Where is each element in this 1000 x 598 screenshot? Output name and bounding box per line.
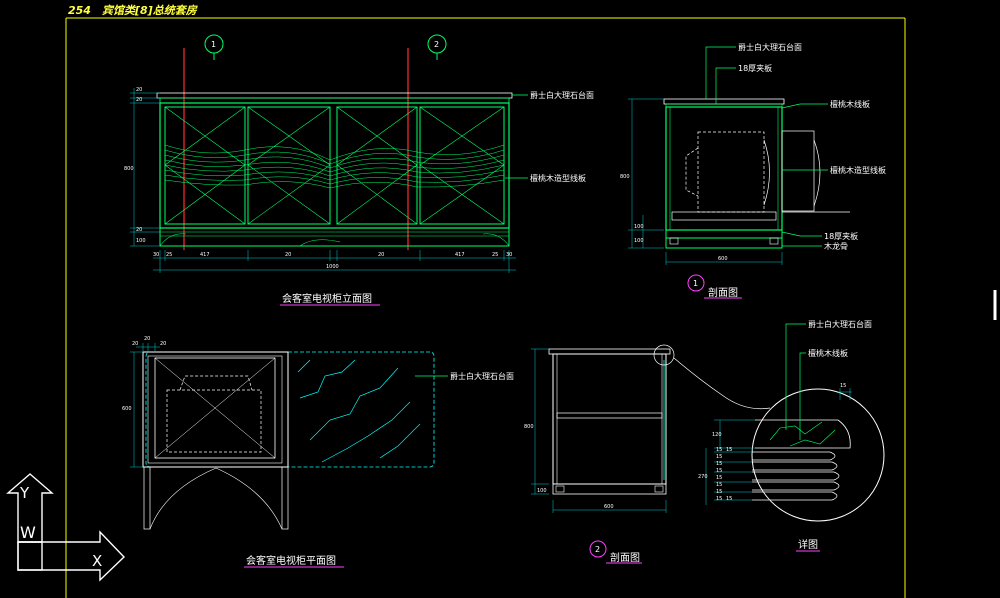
elevation-dim-total: 1000 (326, 264, 339, 270)
elevation-dims-vertical (130, 88, 160, 247)
plan-dim-top-0: 20 (132, 341, 138, 347)
elevation-label-molding: 檀桃木造型线板 (530, 173, 586, 183)
section-1-dim-width: 600 (718, 256, 728, 262)
elevation-dim-h-7: 30 (506, 252, 512, 258)
elevation-dim-v-4: 100 (136, 238, 146, 244)
drawing-title: 宾馆类[8]总统套房 (102, 4, 199, 17)
detail-dim-6: 15 (716, 468, 722, 474)
section-1-dim-v-0: 800 (620, 174, 630, 180)
section-1-dims (628, 98, 783, 265)
detail-dim-1: 120 (712, 432, 722, 438)
detail-dim-8: 15 (716, 482, 722, 488)
plan-caption: 会客室电视柜平面图 (246, 554, 336, 567)
elevation-dim-v-3: 20 (136, 227, 142, 233)
section-mark-2: 2 (407, 34, 447, 250)
section-2-caption: 剖面图 (610, 551, 640, 564)
elevation-caption: 会客室电视柜立面图 (282, 292, 372, 305)
detail-dim-12: 15 (726, 496, 732, 502)
elevation-dim-h-4: 20 (378, 252, 384, 258)
section-1-label-0: 爵士白大理石台面 (738, 42, 802, 52)
plan-view: 爵士白大理石台面 20 20 20 600 会客室电视柜平面图 (122, 336, 514, 568)
section-1-label-4: 18厚夹板 (824, 231, 858, 241)
detail-dim-10: 15 (716, 496, 722, 502)
detail-dim-2: 270 (698, 474, 708, 480)
detail-label-1: 檀桃木线板 (808, 348, 848, 358)
detail-dim-7: 15 (716, 475, 722, 481)
door-panel-3 (336, 106, 418, 225)
elevation-dim-h-5: 417 (455, 252, 465, 258)
door-panel-2 (247, 106, 331, 225)
plan-dim-depth: 600 (122, 406, 132, 412)
section-1-dim-v-1: 100 (634, 224, 644, 230)
elevation-label-countertop: 爵士白大理石台面 (530, 90, 594, 100)
section-1-mark: 1 (693, 279, 698, 288)
section-1-leaders (705, 46, 828, 247)
elevation-view: 1 2 (124, 34, 594, 306)
detail-dim-4: 15 (716, 454, 722, 460)
section-2-mark: 2 (595, 545, 600, 554)
detail-label-0: 爵士白大理石台面 (808, 319, 872, 329)
drawing-frame (65, 17, 997, 598)
section-1-view: 爵士白大理石台面 18厚夹板 檀桃木线板 檀桃木造型线板 18厚夹板 木龙骨 8… (620, 42, 886, 299)
door-panel-1 (164, 106, 246, 225)
section-1-label-1: 18厚夹板 (738, 63, 772, 73)
plan-dim-top-1: 20 (144, 336, 150, 342)
plan-dims (130, 343, 160, 468)
decorative-wave-band (164, 144, 505, 189)
section-1-caption: 剖面图 (708, 286, 738, 299)
ucs-icon (6, 473, 125, 582)
detail-caption: 详图 (798, 538, 818, 551)
section-1-dim-v-2: 100 (634, 238, 644, 244)
detail-molding-stack (752, 451, 840, 501)
ucs-w-label: W (20, 523, 36, 542)
plan-label-countertop: 爵士白大理石台面 (450, 371, 514, 381)
door-panel-4 (419, 106, 505, 225)
ucs-x-label: X (92, 552, 102, 570)
detail-dim-5: 15 (716, 461, 722, 467)
elevation-dim-h-1: 25 (166, 252, 172, 258)
section-1-label-3: 檀桃木造型线板 (830, 165, 886, 175)
elevation-dim-v-0: 20 (136, 87, 142, 93)
elevation-dim-h-2: 417 (200, 252, 210, 258)
elevation-dim-h-3: 20 (285, 252, 291, 258)
section-2-dim-width: 600 (604, 504, 614, 510)
detail-dim-11: 15 (726, 447, 732, 453)
elevation-dim-h-6: 25 (492, 252, 498, 258)
section-mark-2-label: 2 (434, 40, 439, 49)
elevation-dims-horizontal (153, 250, 516, 273)
section-2-view: 800 100 600 2 剖面图 (524, 344, 675, 564)
section-1-label-5: 木龙骨 (824, 241, 848, 251)
detail-dim-0: 15 (840, 383, 846, 389)
ucs-y-label: Y (19, 484, 30, 502)
detail-dim-9: 15 (716, 489, 722, 495)
elevation-dim-h-0: 30 (153, 252, 159, 258)
section-mark-1: 1 (183, 34, 224, 250)
detail-dims (705, 388, 852, 505)
section-2-dims (531, 348, 667, 513)
marble-veins (297, 359, 421, 463)
detail-view: 爵士白大理石台面 檀桃木线板 15 120 270 15 15 15 15 15… (673, 319, 885, 552)
section-2-dim-v-1: 100 (537, 488, 547, 494)
section-1-label-2: 檀桃木线板 (830, 99, 870, 109)
elevation-dim-v-1: 20 (136, 97, 142, 103)
plan-dim-top-2: 20 (160, 341, 166, 347)
section-mark-1-label: 1 (211, 40, 216, 49)
elevation-dim-v-2: 800 (124, 166, 134, 172)
page-number: 254 (68, 4, 91, 17)
section-2-dim-v-0: 800 (524, 424, 534, 430)
detail-dim-3: 15 (716, 447, 722, 453)
